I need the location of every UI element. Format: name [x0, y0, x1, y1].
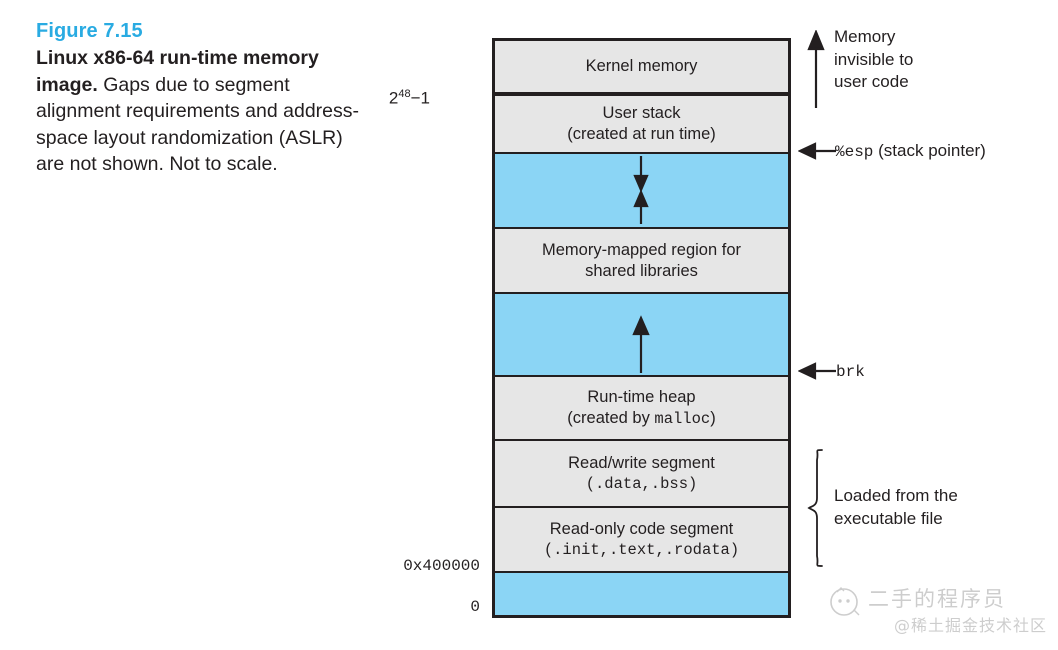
annotation-brk-symbol: brk	[836, 363, 865, 381]
annotation-loaded-from-executable: Loaded from the executable file	[834, 485, 958, 530]
figure-caption: Figure 7.15 Linux x86-64 run-time memory…	[36, 18, 366, 178]
watermark-avatar-icon	[830, 587, 860, 616]
annotation-loaded-line2: executable file	[834, 508, 943, 528]
block-run-time-heap-line2: (created by malloc)	[567, 408, 715, 430]
addr-pow-base: 2	[388, 88, 399, 108]
stack-pointer-arrow-icon	[798, 142, 836, 160]
block-rw-line1: Read/write segment	[568, 453, 715, 472]
brk-arrow-icon	[798, 362, 836, 380]
figure-number: Figure 7.15	[36, 20, 143, 42]
addr-pow-exponent: 48	[398, 88, 411, 100]
heap-growth-arrow-icon	[632, 315, 650, 373]
heap-line2-prefix: (created by	[567, 408, 655, 427]
block-kernel-memory: Kernel memory	[495, 41, 788, 96]
block-ro-line1: Read-only code segment	[549, 519, 734, 538]
stack-growth-arrows-icon	[633, 156, 649, 224]
heap-malloc-symbol: malloc	[654, 409, 711, 428]
block-kernel-memory-line1: Kernel memory	[585, 57, 698, 75]
annotation-brk: brk	[836, 360, 865, 384]
caption-body-text: Gaps due to segment alignment requiremen…	[36, 73, 360, 176]
block-read-write-segment: Read/write segment (.data,.bss)	[495, 441, 788, 508]
watermark-subtitle: @稀土掘金技术社区	[894, 616, 1048, 635]
address-label-0: 0	[470, 598, 480, 616]
block-unmapped-low	[495, 573, 788, 615]
addr-pow-tail: −1	[410, 88, 430, 108]
block-user-stack-line2: (created at run time)	[567, 125, 716, 143]
block-run-time-heap: Run-time heap (created by malloc)	[495, 377, 788, 441]
heap-line2-suffix: )	[710, 408, 716, 427]
block-rw-sections: (.data,.bss)	[585, 474, 698, 493]
block-run-time-heap-line1: Run-time heap	[587, 387, 696, 406]
annotation-stack-pointer: %esp (stack pointer)	[835, 140, 986, 164]
block-memory-mapped-line1: Memory-mapped region for	[542, 240, 741, 259]
address-label-2-48-minus-1: 248−1	[330, 88, 430, 109]
watermark: 二手的程序员 @稀土掘金技术社区	[828, 583, 1053, 645]
annotation-esp-symbol: %esp	[835, 143, 874, 161]
annotation-kernel-line2: invisible to	[834, 49, 914, 69]
block-heap-gap	[495, 294, 788, 377]
annotation-kernel-invisible: Memory invisible to user code	[834, 26, 913, 94]
block-ro-sections: (.init,.text,.rodata)	[543, 540, 740, 559]
block-user-stack-line1: User stack	[602, 104, 681, 122]
watermark-title: 二手的程序员	[868, 587, 1006, 611]
annotation-kernel-line3: user code	[834, 72, 909, 91]
annotation-loaded-line1: Loaded from the	[834, 486, 958, 505]
caption-title: Linux x86-64 run-time memory image.	[36, 47, 319, 96]
loaded-from-executable-brace-icon	[807, 449, 823, 567]
block-read-only-code-segment: Read-only code segment (.init,.text,.rod…	[495, 508, 788, 573]
block-memory-mapped-line2: shared libraries	[585, 261, 698, 280]
address-label-0x400000: 0x400000	[403, 557, 480, 575]
annotation-kernel-line1: Memory	[834, 27, 896, 46]
block-user-stack: User stack (created at run time)	[495, 96, 788, 154]
block-stack-gap	[495, 154, 788, 229]
caption-text: Linux x86-64 run-time memory image. Gaps…	[36, 45, 366, 178]
annotation-esp-label: (stack pointer)	[878, 141, 986, 160]
block-memory-mapped-region: Memory-mapped region for shared librarie…	[495, 229, 788, 294]
memory-image-diagram: Kernel memory User stack (created at run…	[492, 38, 791, 618]
kernel-memory-extent-arrow-icon	[807, 30, 825, 108]
